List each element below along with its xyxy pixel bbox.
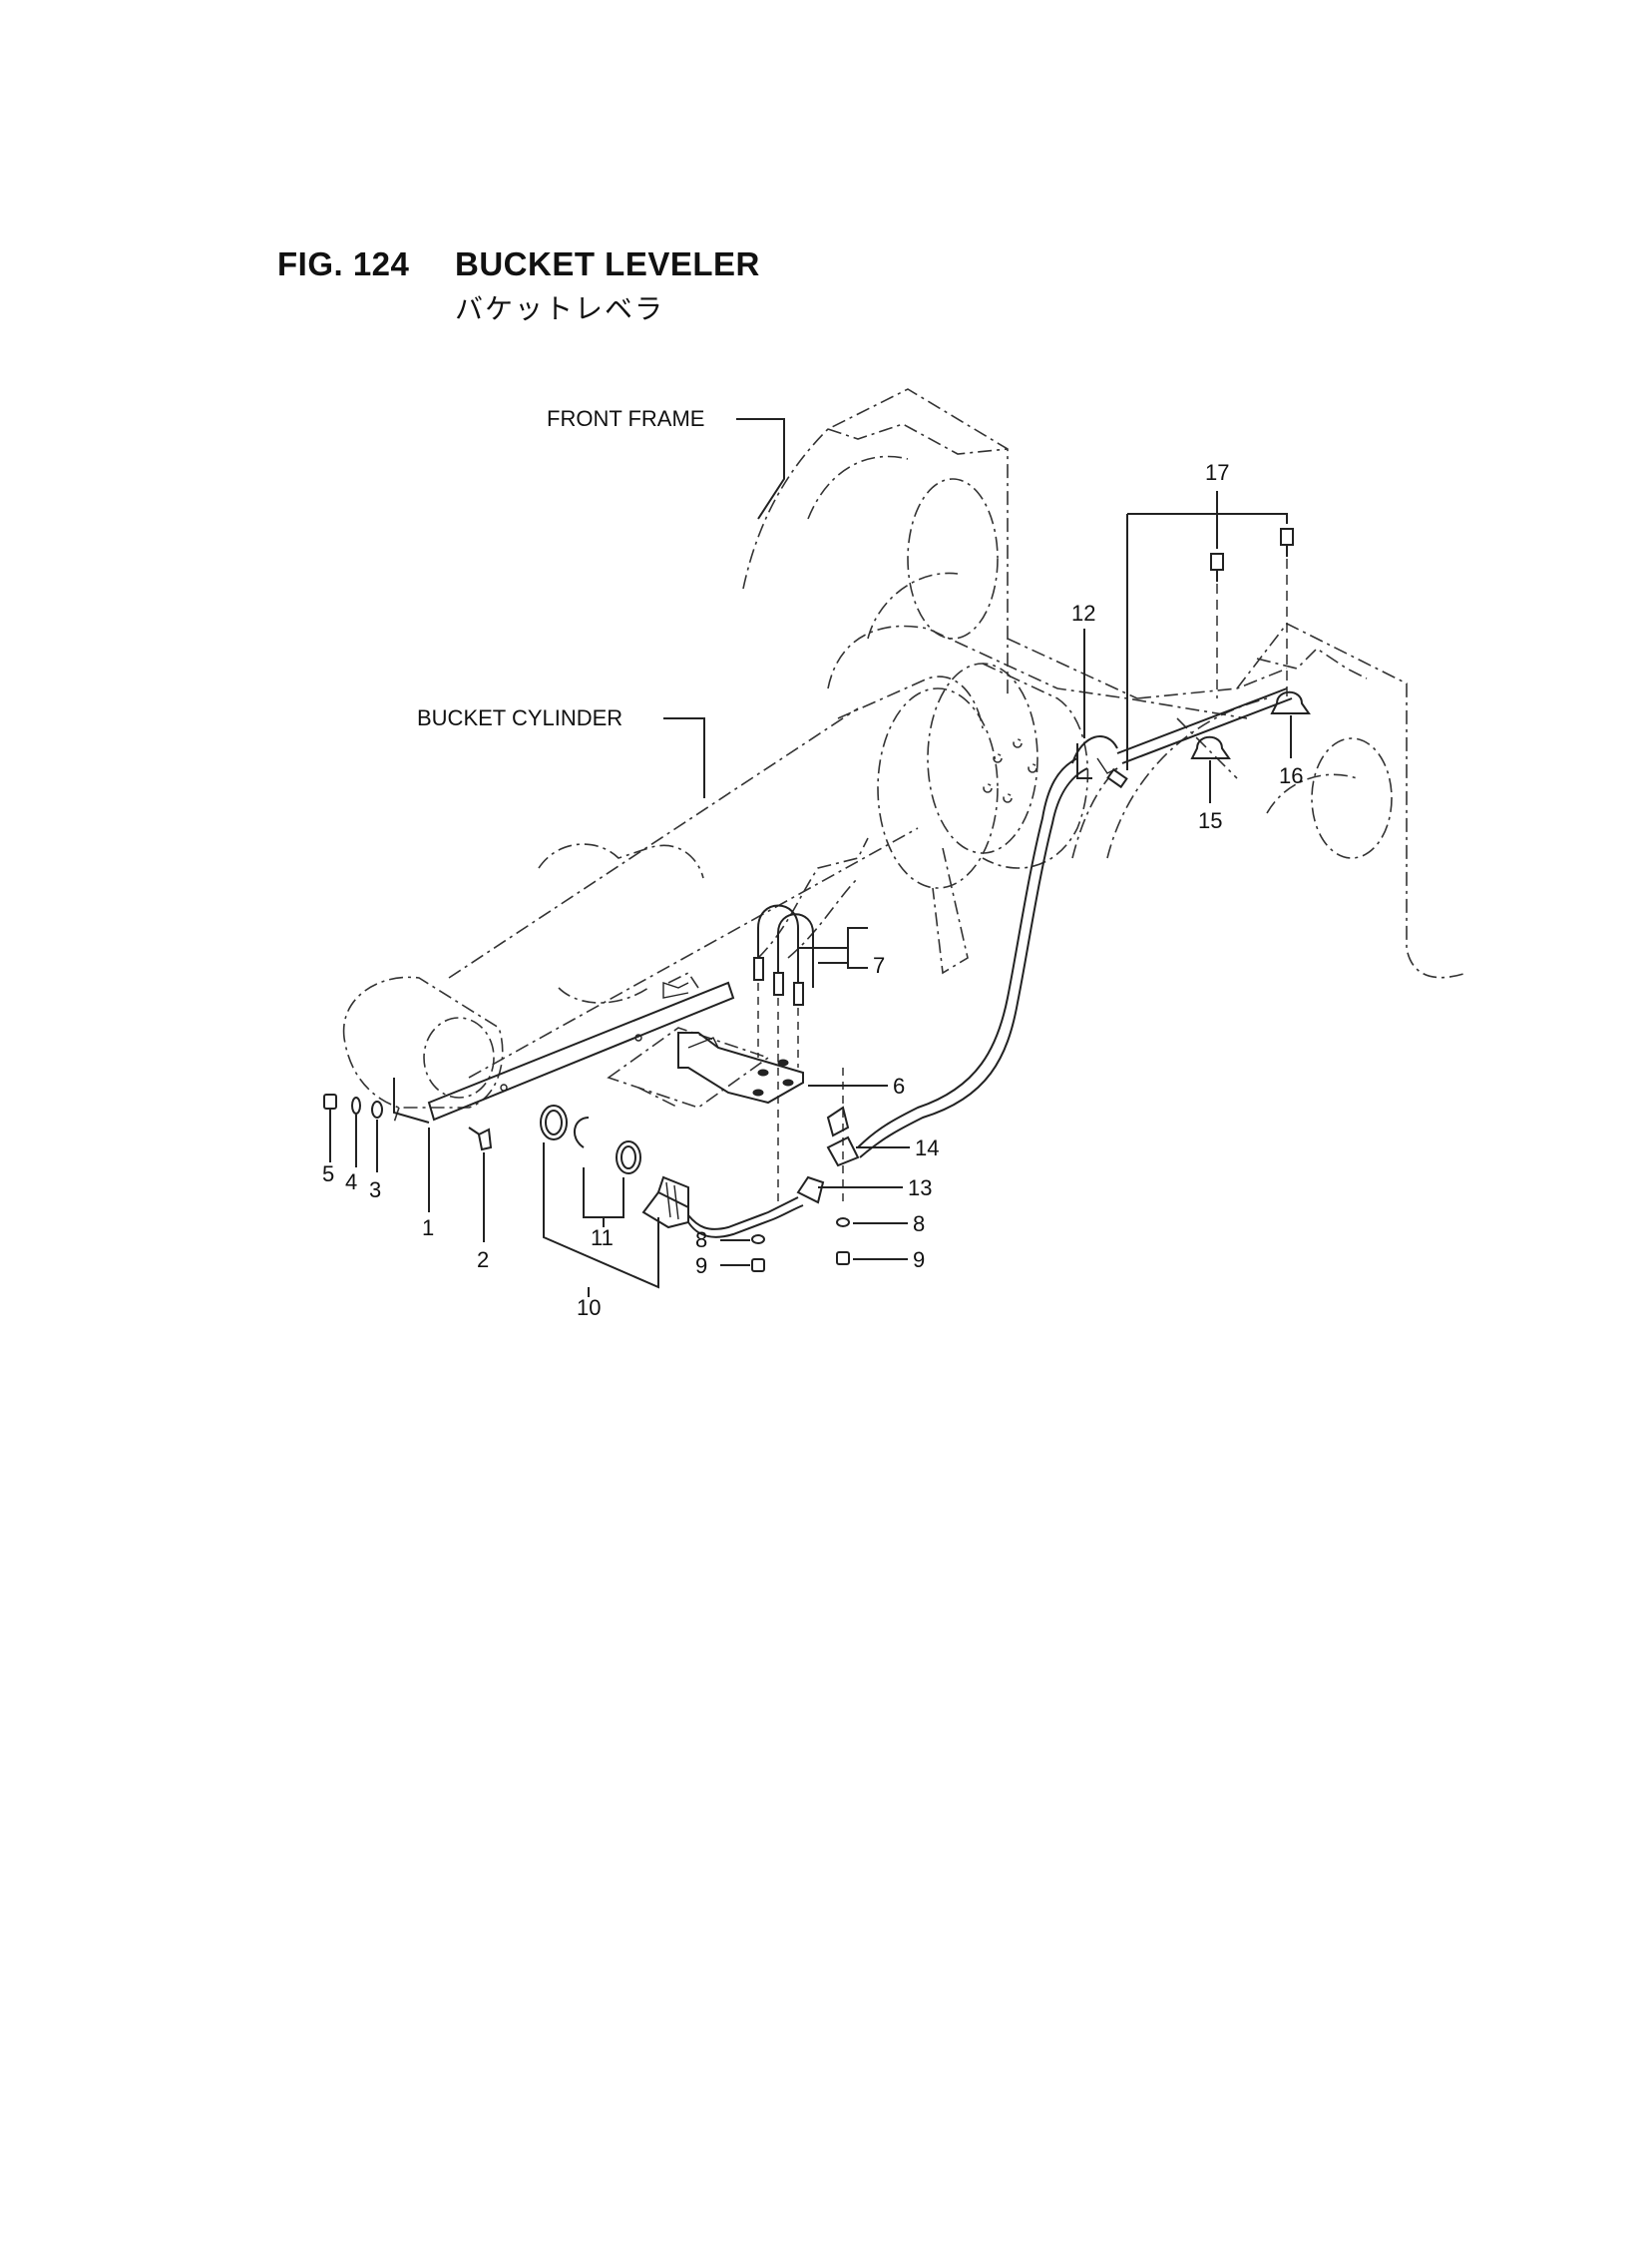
front-frame-outline bbox=[742, 388, 1467, 979]
figure-number: FIG. 124 bbox=[277, 245, 410, 282]
callout-14: 14 bbox=[915, 1135, 939, 1160]
callout-leader-lines bbox=[329, 418, 1292, 1297]
part-10-11-seal-rings bbox=[540, 1105, 641, 1174]
callout-4: 4 bbox=[345, 1169, 357, 1194]
part-7-u-bolts bbox=[753, 904, 844, 1207]
figure-subtitle-japanese: バケットレベラ bbox=[455, 292, 665, 325]
part-1-bracket-bar bbox=[393, 981, 735, 1124]
proximity-switch-and-harness bbox=[641, 735, 1118, 1238]
callout-13: 13 bbox=[908, 1175, 932, 1200]
bucket-cylinder-label: BUCKET CYLINDER bbox=[417, 705, 622, 730]
callout-2: 2 bbox=[477, 1247, 489, 1272]
callout-numbers: 1 2 3 4 5 6 7 8 8 9 9 10 11 12 13 14 15 … bbox=[322, 460, 1303, 1320]
callout-12: 12 bbox=[1071, 601, 1095, 626]
callout-15: 15 bbox=[1198, 808, 1222, 833]
diagram-labels: FRONT FRAME BUCKET CYLINDER bbox=[417, 406, 704, 730]
bucket-cylinder-outline bbox=[342, 663, 1089, 1124]
callout-8-right: 8 bbox=[913, 1211, 925, 1236]
callout-10: 10 bbox=[577, 1295, 601, 1320]
callout-3: 3 bbox=[369, 1177, 381, 1202]
callout-1: 1 bbox=[422, 1215, 434, 1240]
figure-header: FIG. 124 BUCKET LEVELER バケットレベラ bbox=[277, 245, 759, 435]
figure-title: BUCKET LEVELER bbox=[455, 245, 760, 282]
callout-5: 5 bbox=[322, 1161, 334, 1186]
callout-17: 17 bbox=[1205, 460, 1229, 485]
callout-16: 16 bbox=[1279, 763, 1303, 788]
part-6-bracket-plate bbox=[607, 1027, 804, 1109]
callout-6: 6 bbox=[893, 1074, 905, 1099]
callout-9-right: 9 bbox=[913, 1247, 925, 1272]
hardware-bolts-nuts-washers bbox=[323, 528, 1311, 1272]
callout-9-left: 9 bbox=[695, 1253, 707, 1278]
callout-8-left: 8 bbox=[695, 1227, 707, 1252]
front-frame-label: FRONT FRAME bbox=[547, 406, 704, 431]
callout-7: 7 bbox=[873, 953, 885, 978]
callout-11: 11 bbox=[591, 1225, 614, 1250]
